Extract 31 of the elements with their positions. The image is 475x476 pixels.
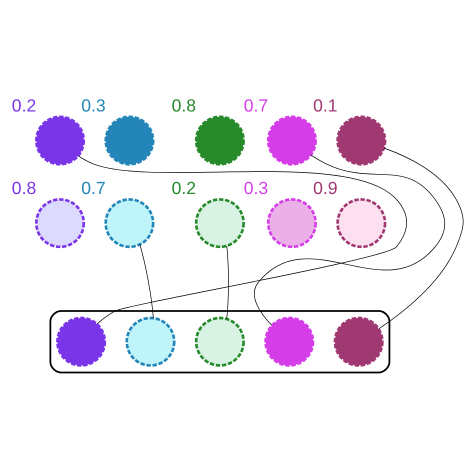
node-circle bbox=[194, 198, 245, 248]
node-circle bbox=[194, 115, 245, 166]
node-circle bbox=[336, 198, 386, 248]
node-circle bbox=[266, 115, 317, 166]
node-circle bbox=[266, 198, 317, 248]
node-label: 0.8 bbox=[12, 178, 36, 198]
connector bbox=[378, 147, 464, 328]
node-circle bbox=[35, 198, 86, 248]
node-circle bbox=[264, 316, 314, 366]
node-label: 0.9 bbox=[313, 178, 338, 198]
node-label: 0.3 bbox=[81, 95, 106, 116]
node-circle bbox=[125, 316, 176, 366]
connector bbox=[254, 154, 446, 326]
node-label: 0.7 bbox=[81, 178, 106, 198]
node-label: 0.8 bbox=[172, 95, 196, 116]
node-label: 0.1 bbox=[313, 95, 338, 116]
node-label: 0.2 bbox=[12, 95, 36, 116]
node-circle bbox=[35, 115, 86, 166]
node-label: 0.3 bbox=[244, 178, 268, 198]
node-label: 0.7 bbox=[244, 95, 268, 116]
connector bbox=[140, 244, 154, 318]
node-circle bbox=[56, 316, 106, 366]
node-circle bbox=[194, 316, 245, 366]
node-circle bbox=[334, 316, 384, 366]
node-circle bbox=[336, 115, 386, 166]
connector bbox=[78, 155, 407, 324]
node-circle bbox=[104, 115, 154, 166]
node-label: 0.2 bbox=[172, 178, 196, 198]
connector bbox=[226, 245, 229, 319]
cluster bbox=[49, 310, 390, 373]
node-circle bbox=[104, 198, 154, 248]
